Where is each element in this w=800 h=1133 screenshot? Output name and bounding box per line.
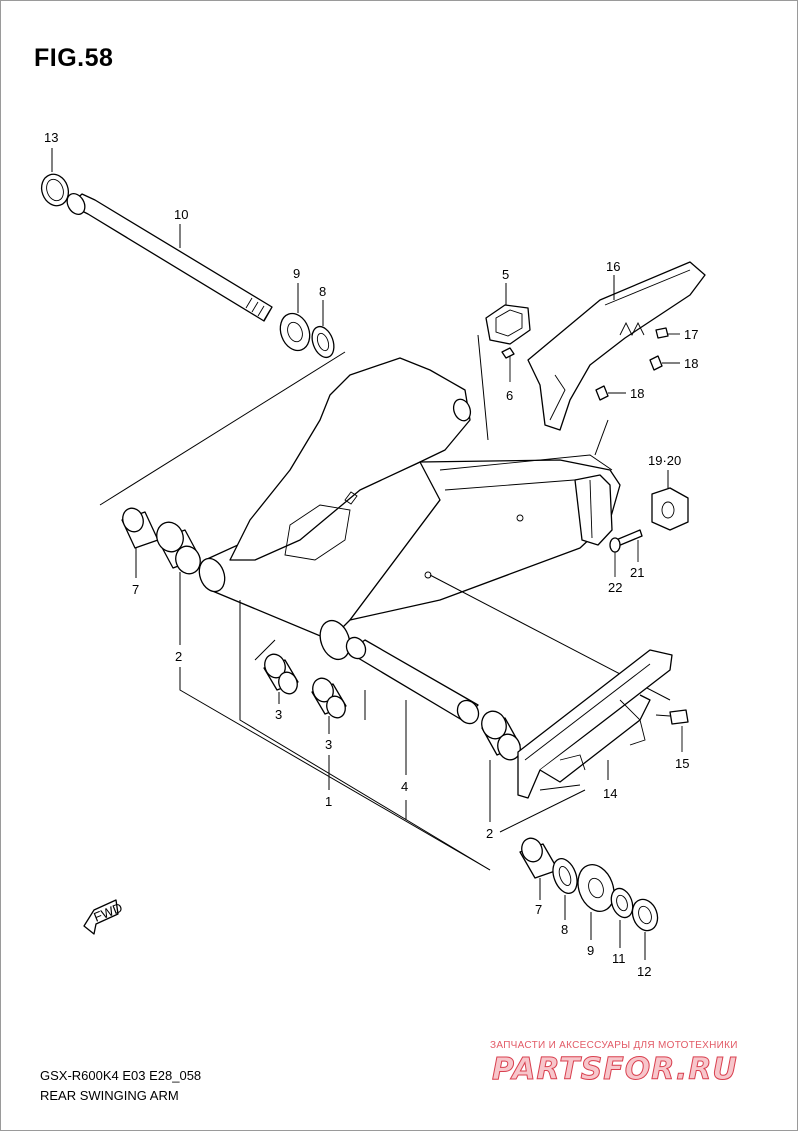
part-14-chain-buffer: [517, 649, 673, 799]
part-3-bushing-b: [311, 677, 347, 719]
part-9-washer-bottom: [577, 864, 615, 912]
callout-11: 11: [612, 951, 626, 966]
callout-labels: 13 10 9 8 5 6 16 17 18 18 19·20 21 22 7 …: [44, 130, 698, 979]
fwd-label: FWD: [92, 900, 125, 925]
part-18-clip-b: [595, 385, 626, 401]
callout-16: 16: [606, 259, 620, 274]
part-8-washer-bottom: [552, 858, 578, 894]
guide-bushings: [254, 639, 366, 720]
part-15-bolt: [655, 709, 689, 752]
part-7-collar-left: [121, 507, 159, 549]
callout-15: 15: [675, 756, 689, 771]
part-22-washer: [609, 537, 621, 577]
guide-lower-right: [499, 789, 586, 833]
callout-19-20: 19·20: [648, 453, 681, 468]
callout-4: 4: [401, 779, 408, 794]
callout-18-b: 18: [630, 386, 644, 401]
callout-10: 10: [174, 207, 188, 222]
callout-9: 9: [293, 266, 300, 281]
callout-8-bottom: 8: [561, 922, 568, 937]
callout-17: 17: [684, 327, 698, 342]
callout-7-left: 7: [132, 582, 139, 597]
part-2-bearing-left: [156, 521, 201, 575]
section-name: REAR SWINGING ARM: [40, 1088, 179, 1103]
callout-22: 22: [608, 580, 622, 595]
part-1-swinging-arm: [198, 357, 621, 661]
part-13-lock-nut: [40, 173, 70, 207]
watermark-logo: PARTSFOR.RU: [492, 1052, 738, 1088]
part-17-screw: [655, 327, 680, 339]
callout-2-right: 2: [486, 826, 493, 841]
callout-13: 13: [44, 130, 58, 145]
watermark-caption: ЗАПЧАСТИ И АКСЕССУАРЫ ДЛЯ МОТОТЕХНИКИ: [490, 1040, 738, 1051]
figure-title: FIG.58: [34, 44, 114, 72]
callout-2-left: 2: [175, 649, 182, 664]
callout-1: 1: [325, 794, 332, 809]
part-12-nut: [631, 898, 659, 932]
callout-18-a: 18: [684, 356, 698, 371]
fwd-arrow-icon: FWD: [83, 899, 125, 935]
guide-cover: [594, 419, 609, 456]
callout-9-bottom: 9: [587, 943, 594, 958]
callout-7-right: 7: [535, 902, 542, 917]
guide-bracket: [477, 334, 489, 441]
part-19-20-adjuster: [651, 487, 689, 531]
leader-14: [539, 760, 609, 791]
callout-8: 8: [319, 284, 326, 299]
callout-14: 14: [603, 786, 617, 801]
callout-6: 6: [506, 388, 513, 403]
part-16-chain-cover: [527, 261, 706, 431]
guide-arm-left: [239, 600, 491, 871]
part-18-clip-a: [649, 355, 680, 371]
part-3-bushing-a: [263, 653, 299, 695]
part-11-washer: [610, 887, 634, 919]
part-7-collar-right: [519, 837, 559, 879]
part-5-bracket: [485, 304, 531, 345]
guide-shaft-left: [99, 351, 346, 506]
model-code: GSX-R600K4 E03 E28_058: [40, 1068, 202, 1083]
part-6-screw: [501, 347, 515, 382]
callout-5: 5: [502, 267, 509, 282]
part-10-pivot-shaft: [66, 193, 273, 322]
callout-3-a: 3: [275, 707, 282, 722]
part-8-washer-top: [311, 325, 335, 359]
part-2-bearing-right: [481, 710, 521, 761]
callout-12: 12: [637, 964, 651, 979]
callout-21: 21: [630, 565, 644, 580]
part-9-washer-top: [279, 312, 311, 352]
leader-2a: [179, 572, 491, 871]
part-4-spacer: [345, 636, 480, 725]
callout-3-b: 3: [325, 737, 332, 752]
